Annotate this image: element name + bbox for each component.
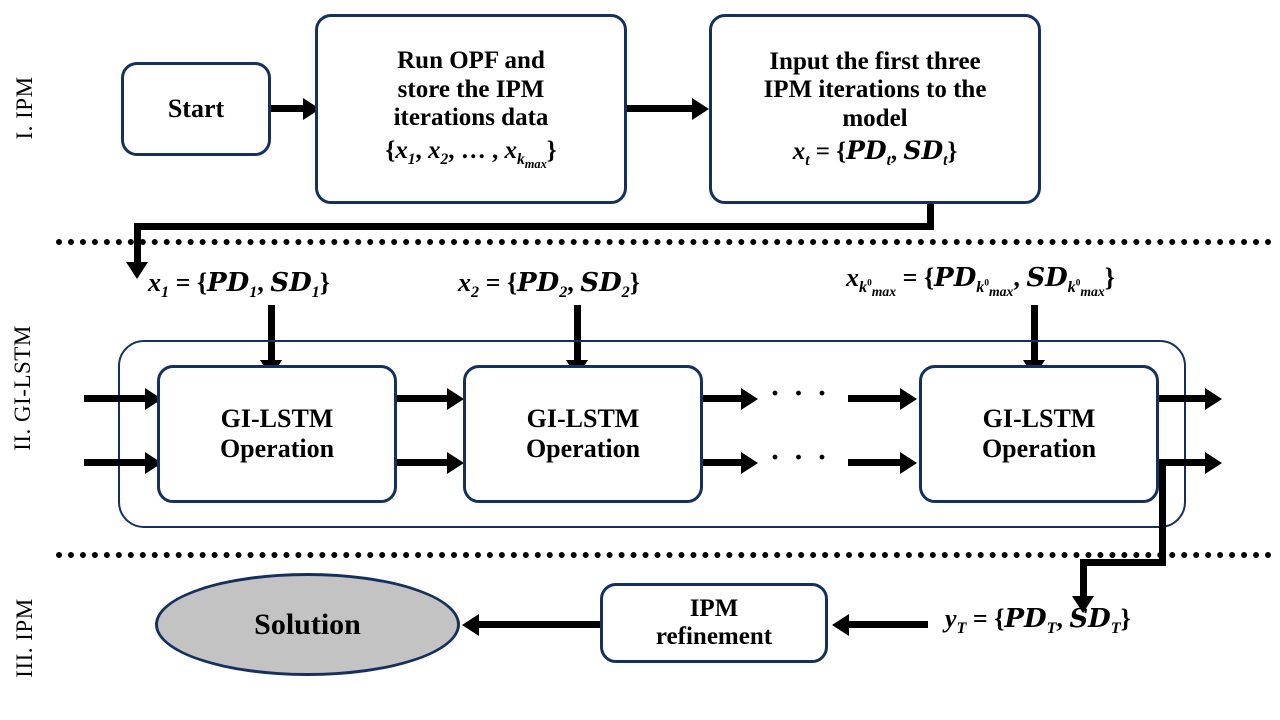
ellipsis-bottom: · · · <box>770 441 831 474</box>
arrow-right-top-head <box>1205 388 1222 410</box>
stage-label-gi-lstm: II. GI-LSTM <box>10 325 35 451</box>
arrow-left-top-line <box>84 395 148 402</box>
gi-lstm-cell-1-line2: Operation <box>219 434 335 463</box>
solution-label: Solution <box>254 607 361 641</box>
arrow-output-to-refinement-line <box>848 621 928 628</box>
bus-drop-to-x1 <box>134 223 141 265</box>
stage-separator-1 <box>56 239 1272 245</box>
arrow-left-bottom-line <box>84 459 148 466</box>
start-box-label: Start <box>167 94 225 124</box>
gi-lstm-cell-1-line1: GI-LSTM <box>220 404 334 434</box>
arrow-ellipsis-cell3-top-line <box>848 395 902 402</box>
gi-lstm-cell-1[interactable]: GI-LSTM Operation <box>157 365 397 503</box>
arrow-opf-to-input-line <box>627 105 694 112</box>
output-bus-vertical-2 <box>1080 559 1087 599</box>
stage-label-ipm-1: I. IPM <box>12 76 37 140</box>
input-label-1: x1 = {PD1, SD1} <box>148 268 330 302</box>
opf-box-line3: iterations data <box>393 104 549 132</box>
gi-lstm-cell-3-line1: GI-LSTM <box>982 404 1096 434</box>
arrow-cell1-cell2-bottom-head <box>447 452 464 474</box>
opf-box-formula: {x1, x2, … , xkmax} <box>385 136 557 171</box>
output-bus-vertical-1 <box>1159 459 1166 566</box>
ellipsis-top: · · · <box>770 377 831 410</box>
arrow-cell1-cell2-bottom-line <box>397 459 449 466</box>
gi-lstm-cell-2-line1: GI-LSTM <box>526 404 640 434</box>
arrow-output-to-refinement-head <box>832 614 849 636</box>
gi-lstm-cell-2-line2: Operation <box>525 434 641 463</box>
arrow-cell2-ellipsis-top-line <box>703 395 743 402</box>
arrow-right-bottom-line <box>1159 459 1209 466</box>
input-label-2: x2 = {PD2, SD2} <box>458 268 640 302</box>
arrow-cell2-ellipsis-top-head <box>741 388 758 410</box>
input-model-formula: xt = {PDt, SDt} <box>792 136 958 170</box>
solution-node[interactable]: Solution <box>155 573 460 676</box>
arrow-opf-to-input-head <box>692 98 709 120</box>
stage-separator-2 <box>56 552 1272 558</box>
ipm-refinement-line1: IPM <box>689 594 739 622</box>
input-model-line1: Input the first three <box>769 47 981 75</box>
arrow-ellipsis-cell3-bottom-head <box>900 452 917 474</box>
arrow-start-to-opf-line <box>271 105 305 112</box>
arrow-cell1-cell2-top-head <box>447 388 464 410</box>
arrow-ellipsis-cell3-top-head <box>900 388 917 410</box>
arrow-into-cell-1-line <box>268 305 275 363</box>
input-model-line2: IPM iterations to the <box>763 76 987 104</box>
gi-lstm-cell-3[interactable]: GI-LSTM Operation <box>919 365 1159 503</box>
arrow-cell2-ellipsis-bottom-head <box>741 452 758 474</box>
arrow-cell1-cell2-top-line <box>397 395 449 402</box>
input-model-box[interactable]: Input the first three IPM iterations to … <box>709 14 1041 204</box>
ipm-refinement-box[interactable]: IPM refinement <box>600 583 828 663</box>
gi-lstm-cell-2[interactable]: GI-LSTM Operation <box>463 365 703 503</box>
arrow-refinement-to-solution-head <box>462 614 479 636</box>
arrow-ellipsis-cell3-bottom-line <box>848 459 902 466</box>
input-label-kmax: xk0max = {PDk0max, SDk0max} <box>846 263 1115 300</box>
opf-box-line2: store the IPM <box>397 75 545 103</box>
arrow-into-cell-3-line <box>1031 305 1038 363</box>
bus-drop-to-x1-head <box>126 262 148 279</box>
input-model-line3: model <box>842 104 908 132</box>
bus-drop-from-input-box <box>927 204 934 230</box>
opf-box-line1: Run OPF and <box>397 47 545 75</box>
gi-lstm-cell-3-line2: Operation <box>981 434 1097 463</box>
stage-label-ipm-3: III. IPM <box>12 598 37 678</box>
arrow-cell2-ellipsis-bottom-line <box>703 459 743 466</box>
bus-horizontal <box>134 223 934 230</box>
gi-lstm-outer-container <box>118 340 1186 528</box>
arrow-refinement-to-solution-line <box>478 621 600 628</box>
arrow-right-top-line <box>1159 395 1209 402</box>
start-box[interactable]: Start <box>121 62 271 156</box>
arrow-into-cell-2-line <box>574 305 581 363</box>
output-bus-horizontal <box>1080 559 1166 566</box>
ipm-refinement-line2: refinement <box>655 623 773 650</box>
opf-box[interactable]: Run OPF and store the IPM iterations dat… <box>315 14 627 204</box>
arrow-right-bottom-head <box>1205 452 1222 474</box>
output-label-yT: yT = {PDT, SDT} <box>945 604 1131 638</box>
output-bus-arrow-head <box>1072 596 1094 613</box>
